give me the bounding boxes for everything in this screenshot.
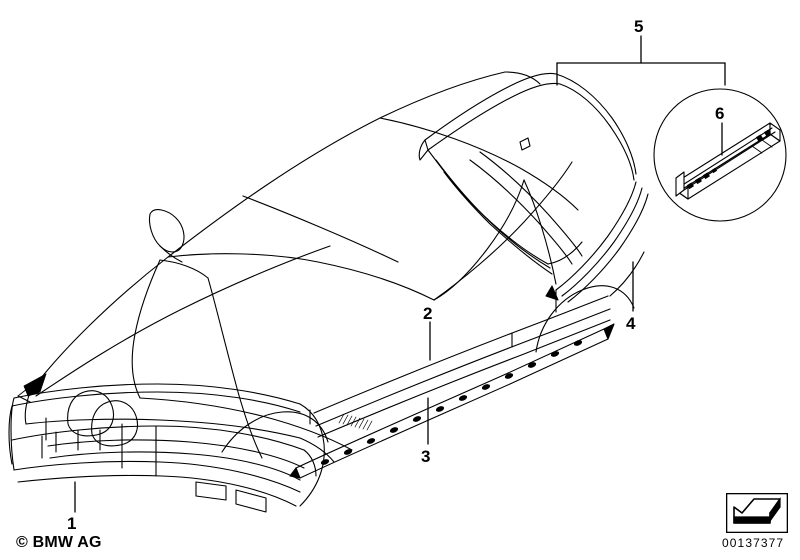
callout-label-6: 6 [715, 104, 725, 123]
body-panel-3d-icon [726, 493, 788, 533]
rear-valance-part-4 [545, 181, 649, 303]
callout-label-2: 2 [423, 304, 433, 323]
callout-label-5: 5 [634, 17, 644, 36]
kidney-grille [67, 390, 139, 447]
document-id: 00137377 [722, 536, 785, 550]
callout-label-1: 1 [67, 514, 77, 533]
callout-leader-lines [74, 35, 723, 513]
rear-spoiler-bumper-part-5 [418, 72, 637, 275]
mounting-rail-part-6 [675, 122, 781, 200]
front-bumper-part-1 [8, 383, 325, 513]
car-body-greenhouse [29, 71, 579, 393]
rocker-sill-assembly [289, 289, 615, 479]
hood-emblem [17, 373, 47, 403]
callout-label-3: 3 [421, 447, 431, 466]
callout-label-4: 4 [626, 314, 636, 333]
copyright-notice: © BMW AG [16, 534, 102, 551]
